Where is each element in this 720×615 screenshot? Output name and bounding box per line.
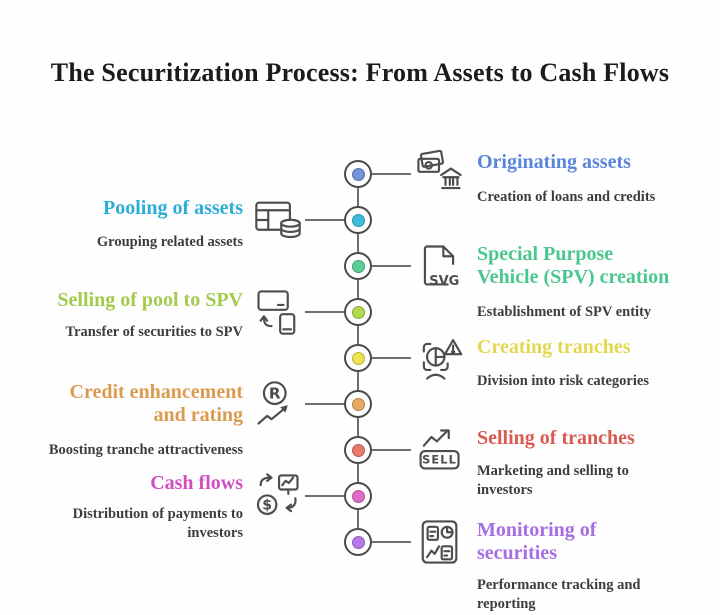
connector-line [370, 449, 411, 451]
node-dot [351, 443, 365, 457]
step-title: Credit enhancement and rating [69, 381, 244, 426]
step-title: Special Purpose Vehicle (SPV) creation [477, 243, 670, 288]
timeline-node [344, 344, 372, 372]
node-dot [351, 259, 365, 273]
step-title: Monitoring of securities [477, 519, 597, 564]
step-subtitle: Establishment of SPV entity [477, 304, 652, 320]
node-dot [351, 397, 365, 411]
connector-line [370, 357, 411, 359]
step-title: Selling of pool to SPV [57, 289, 243, 311]
money-exchange-icon: $ [252, 470, 304, 522]
step-subtitle: Boosting tranche attractiveness [48, 442, 243, 458]
timeline-node [344, 206, 372, 234]
step-title: Cash flows [150, 472, 243, 494]
table-database-icon [252, 194, 304, 246]
connector-line [370, 541, 411, 543]
node-dot [351, 535, 365, 549]
timeline-node [344, 252, 372, 280]
svg-text:$: $ [262, 498, 272, 514]
svg-file-icon: SVG [413, 240, 465, 292]
node-dot [351, 351, 365, 365]
step-subtitle: Transfer of securities to SPV [65, 324, 243, 340]
node-dot [351, 167, 365, 181]
step-title: Originating assets [477, 151, 631, 173]
step-title: Selling of tranches [477, 427, 635, 449]
timeline-node [344, 298, 372, 326]
connector-line [305, 219, 346, 221]
page-title: The Securitization Process: From Assets … [50, 58, 670, 87]
svg-text:SELL: SELL [422, 453, 457, 467]
node-dot [351, 489, 365, 503]
step-subtitle: Division into risk categories [477, 373, 649, 389]
sell-chart-icon: SELL [413, 424, 465, 476]
card-transfer-icon [252, 286, 304, 338]
timeline-node [344, 482, 372, 510]
step-subtitle: Creation of loans and credits [477, 189, 656, 205]
svg-text:R: R [269, 385, 281, 403]
svg-text:SVG: SVG [429, 274, 459, 289]
step-subtitle: Distribution of payments to investors [72, 506, 243, 541]
step-title: Creating tranches [477, 336, 631, 358]
step-subtitle: Grouping related assets [96, 234, 243, 250]
connector-line [305, 311, 346, 313]
dashboard-icon [413, 516, 465, 568]
timeline-node [344, 160, 372, 188]
step-subtitle: Performance tracking and reporting [477, 577, 641, 612]
step-title: Pooling of assets [103, 197, 243, 219]
step-subtitle: Marketing and selling to investors [477, 463, 629, 498]
connector-line [305, 495, 346, 497]
node-dot [351, 305, 365, 319]
connector-line [305, 403, 346, 405]
face-warning-icon [413, 332, 465, 384]
timeline-node [344, 436, 372, 464]
timeline-node [344, 390, 372, 418]
timeline-node [344, 528, 372, 556]
connector-line [370, 265, 411, 267]
connector-line [370, 173, 411, 175]
node-dot [351, 213, 365, 227]
bank-money-icon [413, 148, 465, 200]
rating-arrow-icon: R [252, 378, 304, 430]
